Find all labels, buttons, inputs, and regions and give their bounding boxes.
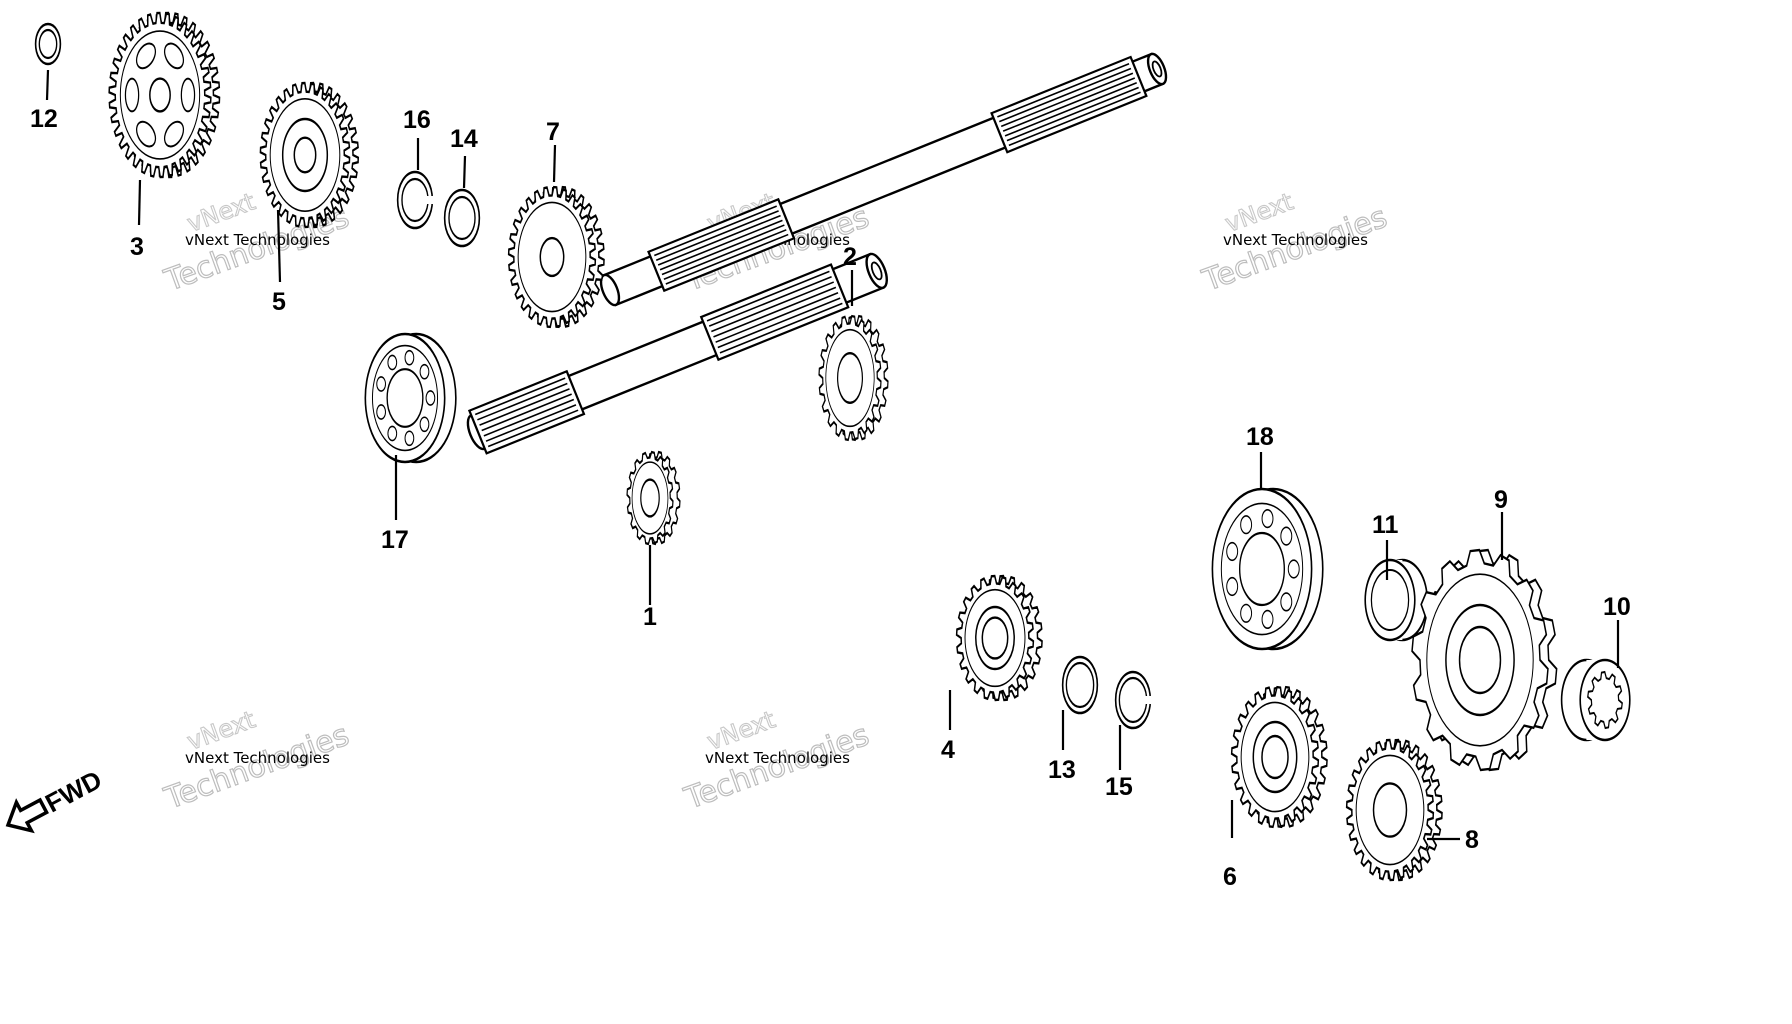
svg-text:vNext Technologies: vNext Technologies — [705, 749, 850, 767]
gear-part-7 — [507, 185, 605, 329]
svg-text:vNext Technologies: vNext Technologies — [1223, 231, 1368, 249]
bearing-part-17 — [364, 332, 457, 464]
watermark: vNext Technologies vNext Technologies — [679, 705, 874, 817]
parts-layer — [34, 11, 1631, 882]
leader-12 — [45, 69, 50, 101]
gear-part-5 — [259, 81, 360, 229]
sprocket-part-9 — [1411, 548, 1558, 772]
bearing-part-18 — [1211, 487, 1324, 651]
leader-3 — [137, 179, 142, 226]
circlip-part-15 — [1114, 670, 1153, 730]
watermark: vNext Technologies vNext Technologies — [159, 705, 354, 817]
gear-part-8 — [1345, 738, 1443, 882]
leader-lines — [45, 69, 1620, 841]
callout-12: 12 — [30, 105, 58, 133]
arrow-left-icon — [5, 797, 49, 834]
callout-7: 7 — [546, 118, 560, 146]
washer-part-14 — [443, 188, 481, 248]
leader-7 — [552, 144, 557, 183]
countershaft-part-2 — [599, 52, 1168, 307]
callout-13: 13 — [1048, 756, 1076, 784]
watermark: vNext Technologies vNext Technologies — [1197, 187, 1392, 299]
callout-16: 16 — [403, 106, 431, 134]
mainshaft-part-1 — [466, 252, 888, 455]
washer-part-13 — [1061, 655, 1099, 715]
circlip-part-16 — [396, 170, 435, 230]
callout-2: 2 — [843, 243, 857, 271]
callout-4: 4 — [941, 736, 955, 764]
callout-5: 5 — [272, 288, 286, 316]
svg-text:vNext Technologies: vNext Technologies — [185, 231, 330, 249]
gear-part-3 — [108, 11, 221, 179]
callout-15: 15 — [1105, 773, 1133, 801]
callout-11: 11 — [1372, 511, 1399, 539]
callout-10: 10 — [1603, 593, 1631, 621]
countershaft-gear-part-2 — [818, 314, 889, 442]
callout-6: 6 — [1223, 863, 1237, 891]
bushing-part-10 — [1560, 658, 1631, 742]
callout-3: 3 — [130, 233, 144, 261]
fwd-label: FWD — [40, 764, 106, 818]
svg-text:vNext Technologies: vNext Technologies — [185, 749, 330, 767]
leader-5 — [276, 209, 282, 283]
mainshaft-gear-part-1 — [626, 450, 681, 546]
fwd-direction-indicator: FWD — [5, 764, 107, 834]
callout-1: 1 — [643, 603, 657, 631]
callout-8: 8 — [1465, 826, 1479, 854]
callout-9: 9 — [1494, 486, 1508, 514]
collar-part-11 — [1364, 558, 1429, 642]
callout-18: 18 — [1246, 423, 1274, 451]
watermark-group: vNext Technologies vNext Technologies vN… — [159, 187, 1392, 817]
gear-part-6 — [1230, 685, 1328, 829]
callout-17: 17 — [381, 526, 409, 554]
washer-part-12 — [34, 22, 62, 66]
callout-labels: 12 3 5 16 14 7 2 17 1 18 11 9 10 4 13 15… — [30, 105, 1631, 891]
gear-part-4 — [955, 574, 1043, 702]
leader-14 — [462, 155, 467, 189]
callout-14: 14 — [450, 125, 478, 153]
